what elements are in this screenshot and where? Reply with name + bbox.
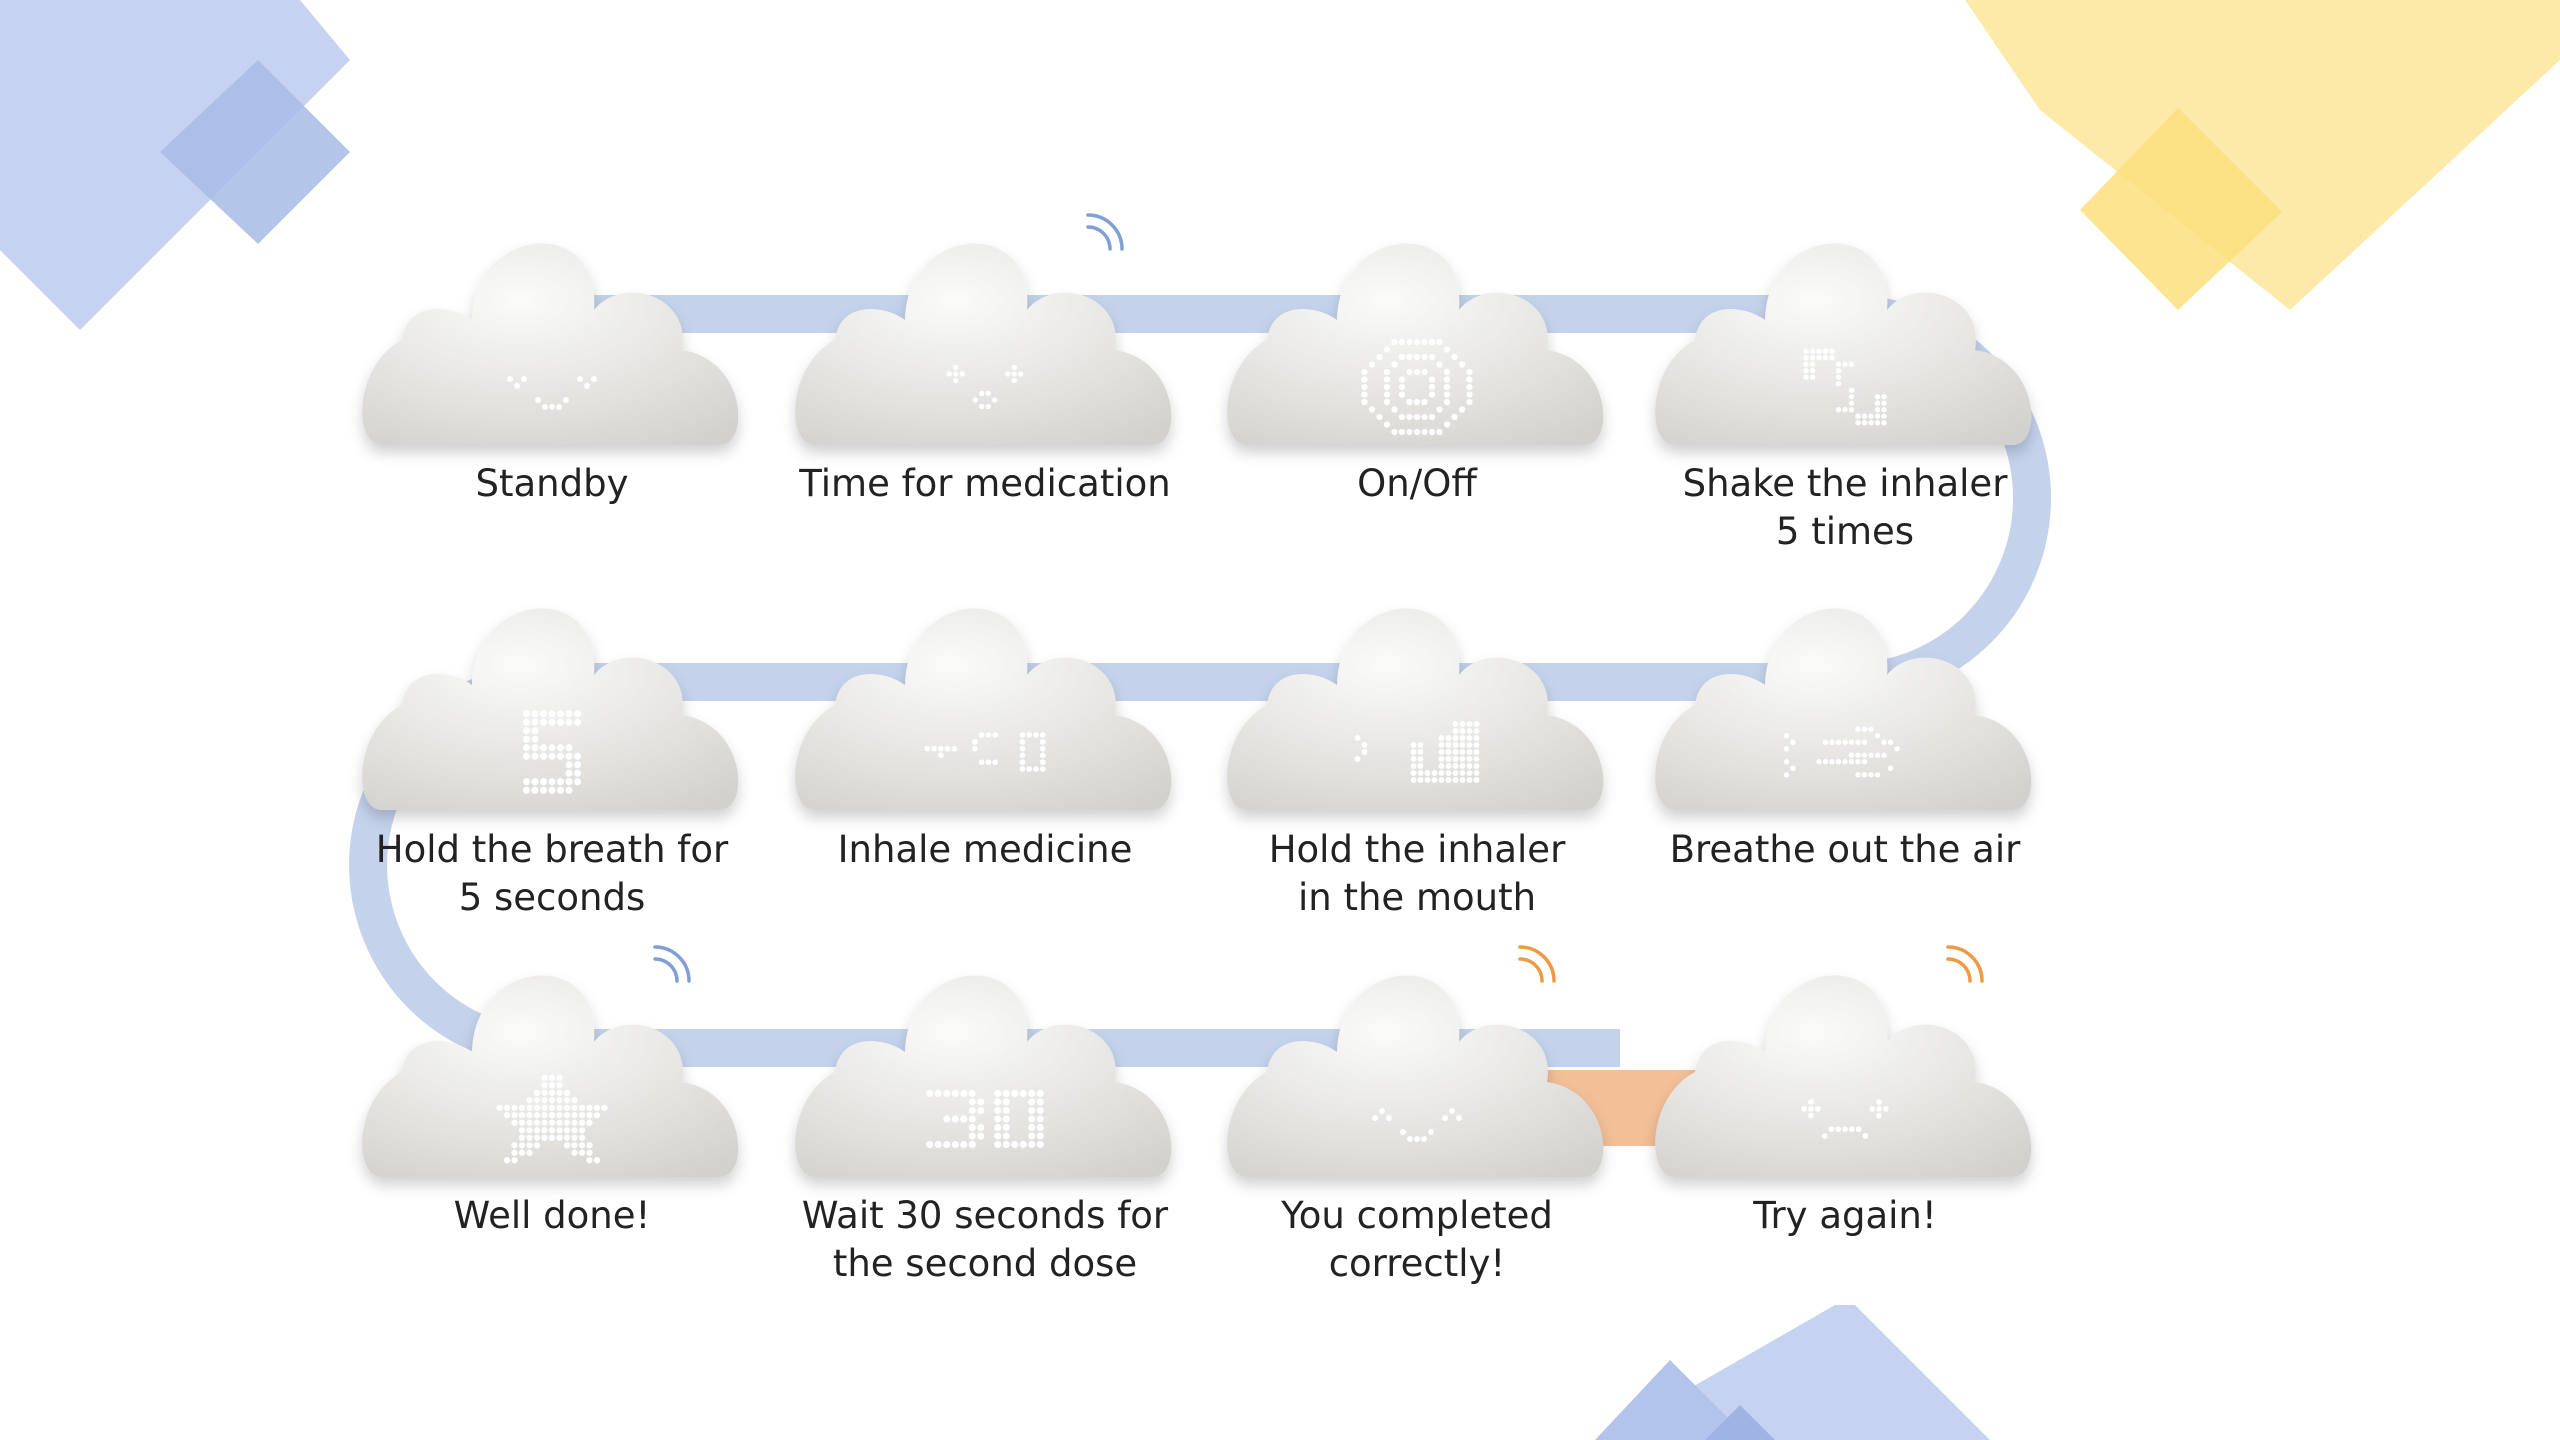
cloud-device <box>795 608 1172 810</box>
cloud-device <box>362 243 739 445</box>
step-caption: Breathe out the air <box>1669 828 2021 871</box>
top-right-diamonds <box>1965 0 2560 310</box>
exhale-wind-icon <box>1783 726 1900 778</box>
cloud-device <box>1655 608 2032 810</box>
step-caption: Hold the inhaler in the mouth <box>1268 828 1566 919</box>
shake-arrows-icon <box>1803 348 1887 426</box>
signal-wave-icon <box>1086 213 1124 251</box>
inhale-arrow-icon <box>924 732 1046 772</box>
surprised-face-icon <box>946 364 1024 410</box>
step-caption: Time for medication <box>799 462 1171 505</box>
step-caption: Try again! <box>1753 1194 1937 1237</box>
step-caption: On/Off <box>1357 462 1477 505</box>
smile-face-icon <box>507 376 597 410</box>
top-left-diamonds <box>0 0 350 330</box>
signal-wave-icon <box>653 945 691 983</box>
signal-wave-icon <box>1518 945 1556 983</box>
step-caption: Shake the inhaler 5 times <box>1682 462 2008 553</box>
cloud-device <box>795 975 1172 1177</box>
power-target-icon <box>1361 338 1473 436</box>
number-5-icon <box>522 710 582 794</box>
step-caption: You completed correctly! <box>1281 1194 1553 1285</box>
bottom-diamonds <box>1595 1305 1990 1440</box>
number-30-icon <box>926 1089 1044 1149</box>
step-caption: Wait 30 seconds for the second dose <box>801 1194 1169 1285</box>
happy-face-icon <box>1372 1108 1462 1142</box>
step-caption: Inhale medicine <box>837 828 1133 871</box>
step-caption: Standby <box>475 462 629 505</box>
sad-face-icon <box>1801 1099 1889 1139</box>
inhaler-icon <box>1354 721 1480 783</box>
cloud-device <box>1227 608 1604 810</box>
cloud-device <box>362 608 739 810</box>
cloud-device <box>1227 945 1604 1177</box>
star-icon <box>496 1074 608 1164</box>
cloud-device <box>1655 243 2032 445</box>
step-caption: Well done! <box>453 1194 651 1237</box>
cloud-device <box>1227 243 1604 445</box>
signal-wave-icon <box>1946 945 1984 983</box>
cloud-device <box>362 945 739 1177</box>
step-caption: Hold the breath for 5 seconds <box>375 828 729 919</box>
cloud-device <box>795 213 1172 445</box>
cloud-device <box>1655 945 2032 1177</box>
